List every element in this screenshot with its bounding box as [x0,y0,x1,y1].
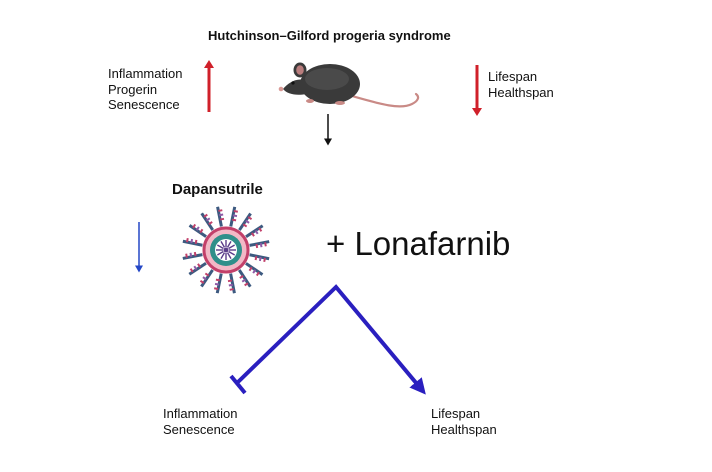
branch-connector [236,284,426,395]
inhibited-item-senescence: Senescence [163,421,235,437]
combination-label: + Lonafarnib [326,225,511,262]
increased-item-senescence: Senescence [108,97,180,112]
drug-name: Dapansutrile [172,181,263,198]
promoted-outcomes: Lifespan Healthspan [431,406,497,437]
decreased-item-healthspan: Healthspan [488,84,554,100]
inhibited-item-inflammation: Inflammation [163,406,238,421]
decreased-outcomes: Lifespan Healthspan [488,69,554,100]
decreased-item-lifespan: Lifespan [488,69,538,84]
promoted-item-healthspan: Healthspan [431,421,497,437]
promoted-item-lifespan: Lifespan [431,406,481,421]
increased-item-progerin: Progerin [108,81,158,97]
mouse-illustration [278,62,420,108]
increased-item-inflammation: Inflammation [108,66,183,81]
increased-outcomes: Inflammation Progerin Senescence [108,66,182,113]
nanoparticle-illustration [182,206,270,294]
inhibition-bar-icon [229,374,247,395]
diagram-title: Hutchinson–Gilford progeria syndrome [208,28,451,43]
inhibited-outcomes: Inflammation Senescence [163,406,237,437]
